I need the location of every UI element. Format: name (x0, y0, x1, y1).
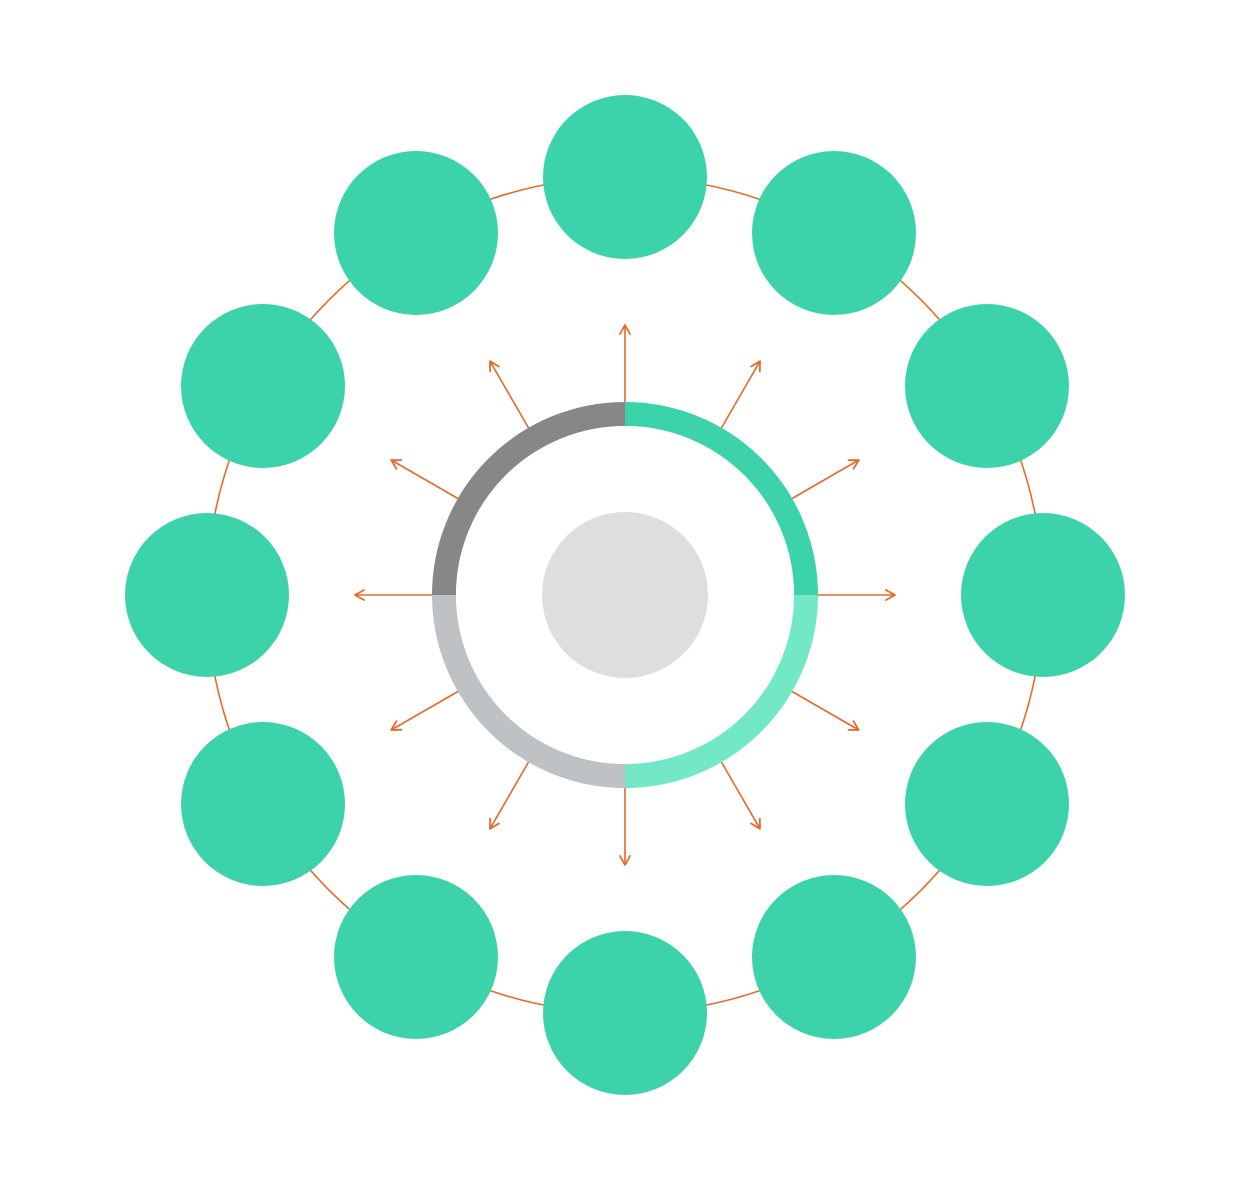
radial-arrow-3 (791, 459, 860, 500)
satellite-node-12 (334, 151, 498, 315)
radial-arrow-6 (720, 761, 761, 830)
radial-arrow-5 (791, 690, 860, 731)
ring-segment-3 (432, 594, 626, 788)
radial-arrow-2 (720, 360, 761, 429)
radial-arrow-9 (390, 690, 459, 731)
arrow-layer (354, 324, 896, 866)
satellite-node-3 (905, 304, 1069, 468)
progress-ring (432, 402, 818, 788)
satellite-node-8 (334, 875, 498, 1039)
radial-arrow-11 (390, 459, 459, 500)
satellite-node-11 (181, 304, 345, 468)
satellite-layer (125, 95, 1125, 1095)
satellite-node-6 (752, 875, 916, 1039)
radial-arrow-12 (489, 360, 530, 429)
satellite-node-7 (543, 931, 707, 1095)
satellite-node-10 (125, 513, 289, 677)
center-layer (456, 426, 794, 764)
ring-segment-1 (624, 402, 818, 596)
satellite-node-2 (752, 151, 916, 315)
ring-segment-2 (624, 594, 818, 788)
satellite-node-9 (181, 722, 345, 886)
satellite-node-4 (961, 513, 1125, 677)
radial-arrow-8 (489, 761, 530, 830)
satellite-node-5 (905, 722, 1069, 886)
center-disc (542, 512, 708, 678)
satellite-node-1 (543, 95, 707, 259)
ring-segment-4 (432, 402, 626, 596)
